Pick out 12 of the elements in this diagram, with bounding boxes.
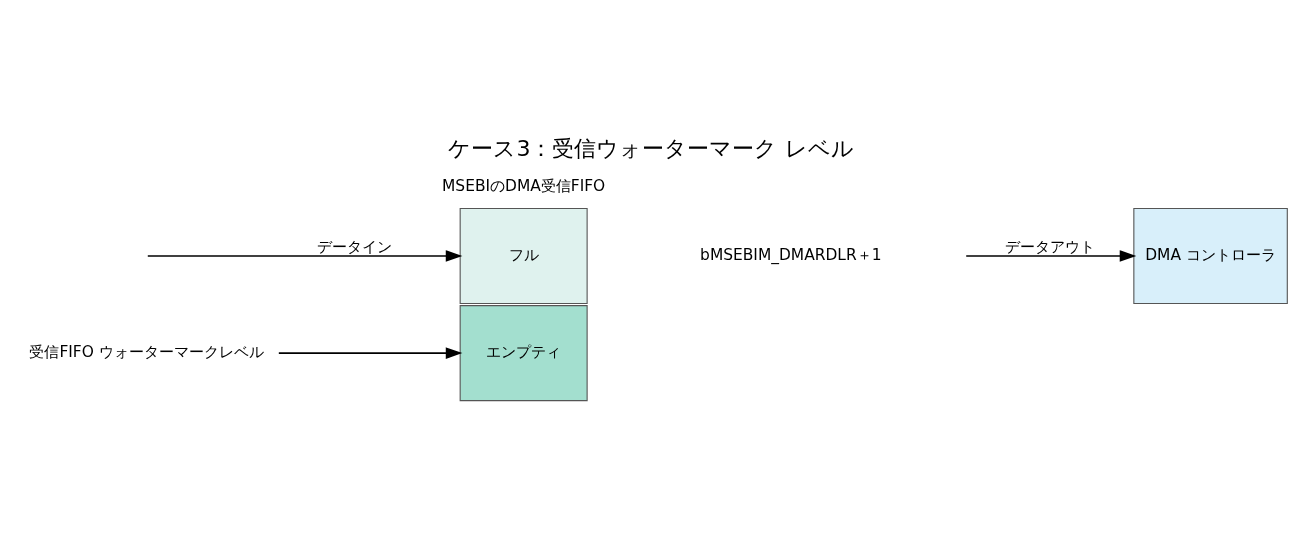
arrow	[277, 347, 462, 359]
label: MSEBIのDMA受信FIFO	[441, 176, 605, 195]
label: bMSEBIM_DMARDLR＋1	[699, 246, 882, 265]
arrow	[146, 250, 462, 262]
arrow	[964, 250, 1136, 262]
node-box: フル	[459, 207, 588, 304]
node-box: DMA コントローラ	[1132, 207, 1288, 304]
edge-label: データイン	[316, 237, 392, 256]
diagram-title: ケース3：受信ウォーターマーク レベル	[447, 135, 854, 161]
node-text: 受信FIFO ウォーターマークレベル	[28, 343, 264, 362]
edge-label: データアウト	[1004, 237, 1095, 256]
node-box: エンプティ	[459, 305, 588, 402]
